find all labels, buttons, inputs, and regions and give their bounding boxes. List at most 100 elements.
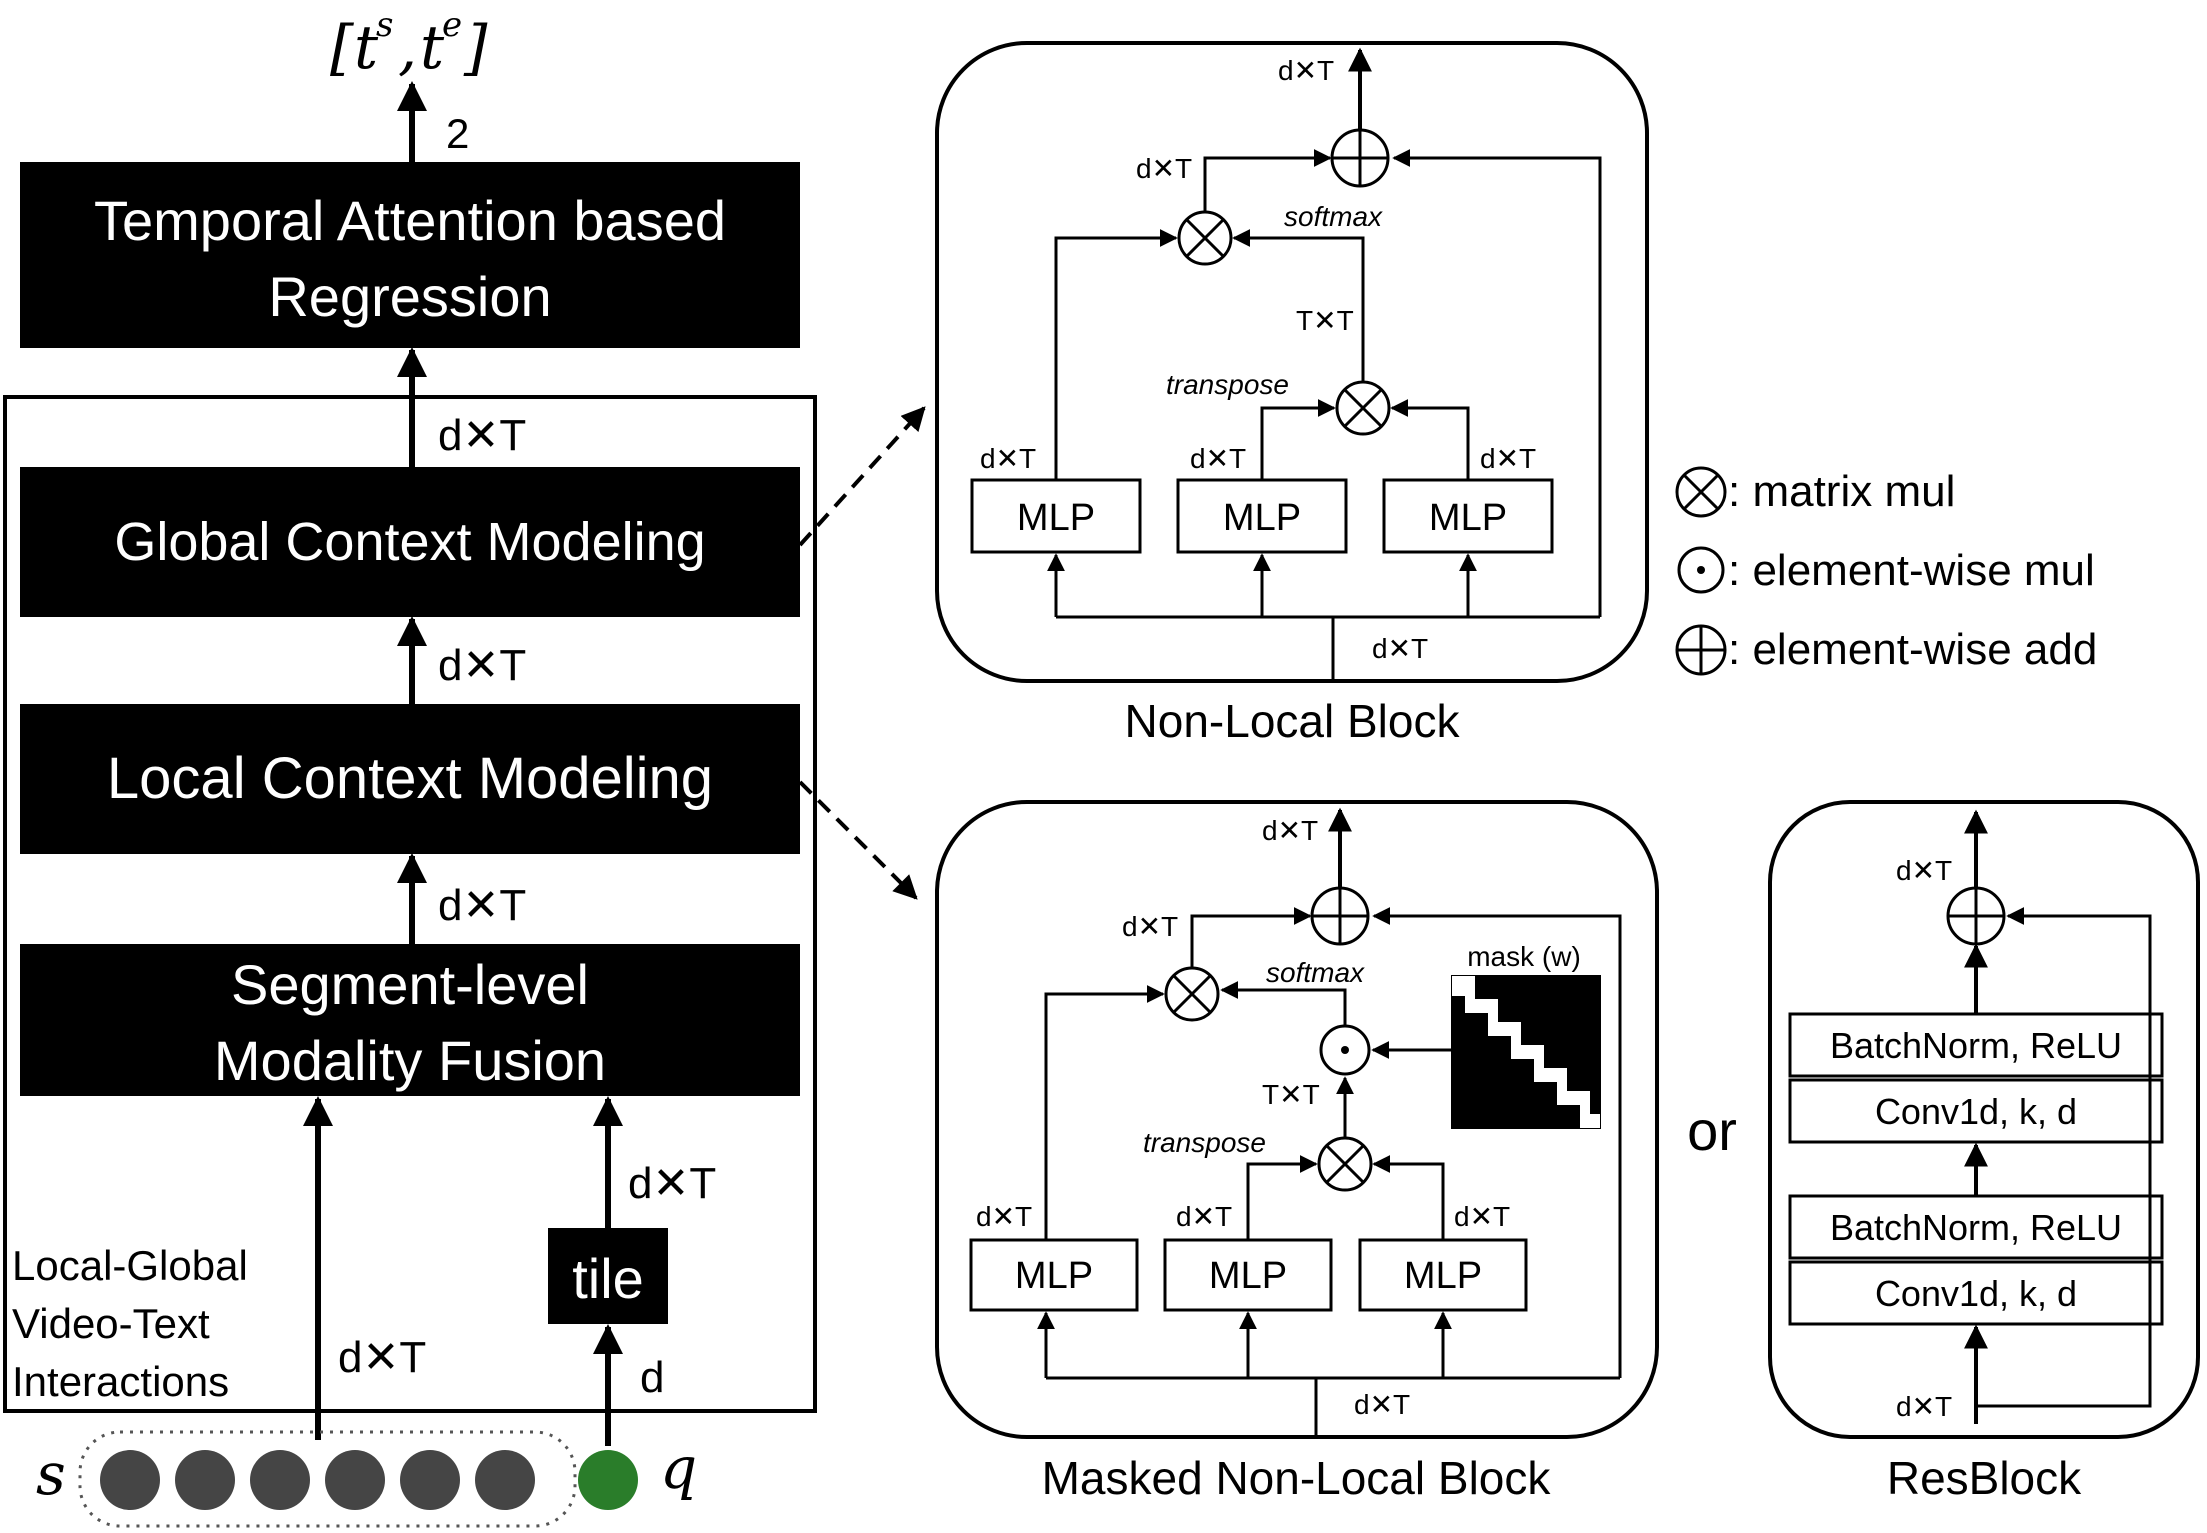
- m-matmul-upper: [1164, 966, 1220, 1022]
- output-label: [ t s , t e ]: [330, 5, 488, 83]
- masked-frame: [935, 800, 1659, 1439]
- pipeline: [ t s , t e ] 2 Temporal Attention based…: [3, 5, 926, 1528]
- svg-text:[: [: [330, 13, 354, 83]
- res-dim-output: d✕T: [1896, 855, 1952, 886]
- nl-dim-mlp2: d✕T: [1190, 443, 1246, 474]
- svg-text:t: t: [354, 13, 379, 83]
- regression-line1: Temporal Attention based: [94, 189, 726, 252]
- dim-label-tile-out: d✕T: [628, 1159, 716, 1208]
- resblock: or ResBlock BatchNorm, ReLU Conv1d, k, d…: [1687, 800, 2200, 1504]
- segment-dot: [175, 1450, 235, 1510]
- local-context-block: [20, 704, 800, 854]
- m-mlp2-to-matmul: [1246, 1155, 1318, 1240]
- res-conv-bottom: [1788, 1260, 2164, 1326]
- nl-mlp-3: [1382, 478, 1554, 554]
- res-add-node: [1946, 886, 2006, 946]
- svg-text:]: ]: [463, 13, 488, 83]
- video-segments-group: [78, 1430, 577, 1528]
- nl-mlp-3-label: MLP: [1429, 497, 1507, 539]
- svg-text:t: t: [420, 13, 445, 83]
- m-dim-mlp2: d✕T: [1176, 1201, 1232, 1232]
- m-mlp-2: [1163, 1238, 1333, 1312]
- nl-dim-mlp1: d✕T: [980, 443, 1036, 474]
- svg-text:e: e: [442, 5, 462, 45]
- svg-text:s: s: [376, 5, 393, 45]
- m-dim-matmul-out: d✕T: [1122, 911, 1178, 942]
- nl-matmul-upper: [1177, 210, 1233, 266]
- res-conv-top: [1788, 1078, 2164, 1144]
- matrix-mul-icon: [1675, 466, 1727, 518]
- nl-dim-TT: T✕T: [1296, 305, 1354, 336]
- m-elemmul-node: [1319, 1024, 1371, 1076]
- m-transpose-label: transpose: [1143, 1127, 1266, 1158]
- dim-label-query: d: [640, 1353, 664, 1402]
- nl-softmax-path: [1232, 229, 1365, 382]
- m-mlp-1: [969, 1238, 1139, 1312]
- regression-line2: Regression: [268, 265, 551, 328]
- m-mlp-3-label: MLP: [1404, 1255, 1482, 1297]
- m-mlp-3: [1358, 1238, 1528, 1312]
- res-bn-bottom-label: BatchNorm, ReLU: [1830, 1207, 2122, 1248]
- masked-nonlocal-block: Masked Non-Local Block MLP MLP MLP d✕T t…: [935, 800, 1659, 1504]
- segment-dot: [475, 1450, 535, 1510]
- local-context-label: Local Context Modeling: [107, 746, 713, 811]
- mask-matrix: [1451, 975, 1601, 1129]
- nl-dim-input: d✕T: [1372, 633, 1428, 664]
- m-mask-label: mask (w): [1467, 941, 1581, 972]
- resblock-frame: [1768, 800, 2200, 1439]
- res-dim-input: d✕T: [1896, 1391, 1952, 1422]
- elem-add-icon: [1675, 624, 1727, 676]
- nl-matmul-to-add: [1203, 149, 1332, 212]
- nl-mlp-1-label: MLP: [1017, 497, 1095, 539]
- resblock-caption: ResBlock: [1887, 1452, 2082, 1504]
- segment-dot: [400, 1450, 460, 1510]
- nl-mlp-2-label: MLP: [1223, 497, 1301, 539]
- fusion-line1: Segment-level: [231, 953, 589, 1016]
- nl-mlp1-to-matmul: [1054, 229, 1178, 480]
- fusion-line2: Modality Fusion: [214, 1029, 606, 1092]
- masked-caption: Masked Non-Local Block: [1042, 1452, 1552, 1504]
- nonlocal-block: Non-Local Block MLP MLP MLP d✕T transpos…: [935, 41, 1649, 747]
- global-context-label: Global Context Modeling: [114, 512, 705, 572]
- res-bn-bottom: [1788, 1194, 2164, 1260]
- fusion-block: [20, 944, 800, 1096]
- nl-dim-matmul-out: d✕T: [1136, 153, 1192, 184]
- res-conv-top-label: Conv1d, k, d: [1875, 1091, 2077, 1132]
- pointer-to-masked: [798, 780, 918, 900]
- res-conv-bottom-label: Conv1d, k, d: [1875, 1273, 2077, 1314]
- m-dim-mlp1: d✕T: [976, 1201, 1032, 1232]
- legend-elem-add: : element-wise add: [1728, 625, 2097, 674]
- m-dim-input: d✕T: [1354, 1389, 1410, 1420]
- m-mlp1-to-matmul: [1044, 985, 1165, 1240]
- m-matmul-to-add: [1190, 907, 1312, 968]
- video-segment-dots: [100, 1450, 535, 1510]
- svg-text:,: ,: [398, 13, 417, 83]
- segment-dot: [250, 1450, 310, 1510]
- nonlocal-caption: Non-Local Block: [1125, 695, 1461, 747]
- m-mlp-2-label: MLP: [1209, 1255, 1287, 1297]
- segment-dot: [325, 1450, 385, 1510]
- dim-label-video: d✕T: [338, 1333, 426, 1382]
- m-matmul-lower: [1317, 1136, 1373, 1192]
- nl-add-node: [1330, 128, 1390, 188]
- nl-softmax-label: softmax: [1284, 201, 1383, 232]
- nl-transpose-label: transpose: [1166, 369, 1289, 400]
- res-bn-top-label: BatchNorm, ReLU: [1830, 1025, 2122, 1066]
- or-text: or: [1687, 1099, 1737, 1162]
- nl-matmul-lower: [1335, 380, 1391, 436]
- dim-label-global-out: d✕T: [438, 411, 526, 460]
- res-skip-line: [1976, 907, 2152, 1408]
- output-dim-label: 2: [446, 110, 469, 157]
- m-dim-mlp3: d✕T: [1454, 1201, 1510, 1232]
- legend-matrix-mul: : matrix mul: [1728, 467, 1955, 516]
- pointer-to-nonlocal: [798, 406, 926, 547]
- input-s-label: s: [36, 1440, 66, 1508]
- input-q-label: q: [660, 1434, 697, 1502]
- legend: : matrix mul : element-wise mul : elemen…: [1675, 466, 2097, 676]
- nl-mlp2-to-matmul: [1260, 399, 1336, 480]
- m-skip-line: [1372, 907, 1622, 1378]
- query-dot: [578, 1450, 638, 1510]
- m-dim-output: d✕T: [1262, 815, 1318, 846]
- m-mlp-1-label: MLP: [1015, 1255, 1093, 1297]
